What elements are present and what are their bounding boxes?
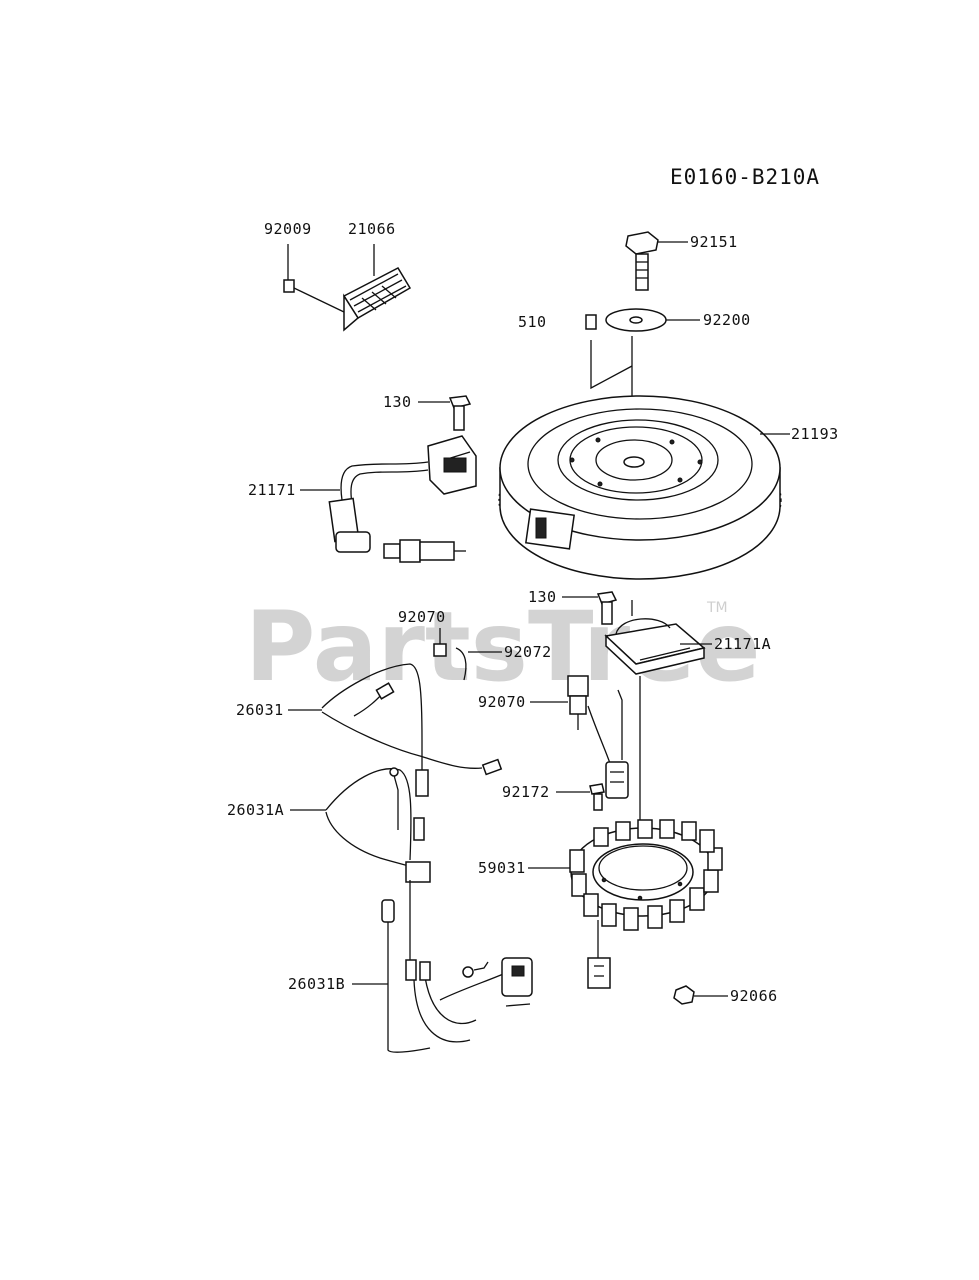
part-label-21171A: 21171A — [714, 635, 771, 653]
pulser-coil-part — [604, 618, 706, 675]
watermark-trademark: TM — [706, 600, 728, 616]
part-label-92072: 92072 — [504, 643, 552, 661]
part-label-26031B: 26031B — [288, 975, 345, 993]
diagram-code: E0160-B210A — [670, 165, 820, 189]
pressure-switch-part — [567, 675, 613, 771]
key-510-part — [585, 314, 597, 330]
part-label-92009: 92009 — [264, 220, 312, 238]
regulator-part — [342, 267, 412, 332]
part-label-92070-left: 92070 — [398, 608, 446, 626]
part-label-26031A: 26031A — [227, 801, 284, 819]
spark-plug-part — [383, 539, 466, 563]
plug-cap-part — [328, 497, 371, 553]
part-label-59031: 59031 — [478, 859, 526, 877]
part-label-26031: 26031 — [236, 701, 284, 719]
flywheel-part — [498, 395, 782, 580]
part-label-92066: 92066 — [730, 987, 778, 1005]
harness-26031B-part — [381, 880, 533, 1053]
bolt-130-lower-part — [596, 591, 618, 625]
bolt-92151-part — [625, 231, 659, 291]
part-label-92200: 92200 — [703, 311, 751, 329]
part-label-21193: 21193 — [791, 425, 839, 443]
nut-92066-part — [673, 985, 695, 1005]
stator-part — [569, 819, 723, 989]
part-label-92151: 92151 — [690, 233, 738, 251]
connector-block-part — [605, 689, 629, 799]
part-label-21171: 21171 — [248, 481, 296, 499]
washer-92200-part — [605, 308, 667, 332]
part-label-510: 510 — [518, 313, 547, 331]
harness-26031A-part — [325, 767, 431, 883]
screw-92009-part — [283, 279, 345, 313]
screw-92172-part — [589, 783, 605, 811]
ignition-coil-part — [340, 435, 477, 505]
key-510-line — [590, 340, 633, 390]
part-label-92172: 92172 — [502, 783, 550, 801]
harness-26031-part — [321, 663, 503, 797]
part-label-92070-right: 92070 — [478, 693, 526, 711]
part-label-130-lower: 130 — [528, 588, 557, 606]
part-label-130-upper: 130 — [383, 393, 412, 411]
part-label-21066: 21066 — [348, 220, 396, 238]
bolt-130-upper-part — [448, 395, 472, 431]
lead-wire-92072-part — [433, 643, 467, 681]
